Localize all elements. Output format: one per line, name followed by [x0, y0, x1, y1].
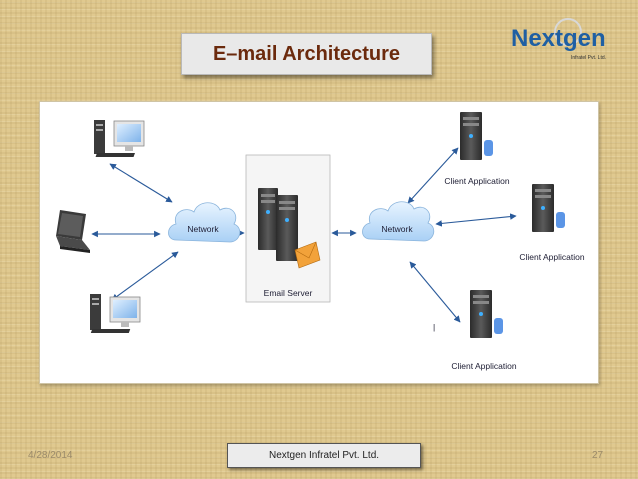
laptop-icon	[56, 210, 90, 253]
arrow-network-client1	[407, 147, 459, 204]
stray-mark: |	[433, 322, 435, 332]
server-tower-icon	[276, 195, 298, 261]
network-label: Network	[187, 224, 219, 234]
envelope-icon	[294, 241, 321, 269]
network-cloud-icon: Network	[168, 202, 241, 243]
slide-title: E–mail Architecture	[212, 42, 401, 65]
title-box: E–mail Architecture	[181, 33, 432, 75]
connectors	[91, 147, 517, 323]
client-application-node: Client Application	[444, 112, 510, 186]
network-label: Network	[381, 224, 413, 234]
client-application-node: Client Application	[519, 184, 585, 262]
arrow-desktop1-network	[109, 163, 173, 203]
architecture-diagram: Network	[39, 101, 599, 384]
logo-wordmark: Nextgen	[511, 25, 606, 52]
email-server: Email Server	[245, 154, 331, 303]
logo-tagline: Infratel Pvt. Ltd.	[571, 55, 606, 61]
client-application-label: Client Application	[519, 252, 584, 262]
arrow-desktop2-network	[111, 251, 179, 301]
logo-ring	[554, 18, 582, 46]
arrow-network-client3	[409, 261, 461, 323]
network-cloud-icon: Network	[362, 201, 435, 242]
footer-date: 4/28/2014	[28, 450, 73, 461]
server-tower-icon	[258, 188, 278, 250]
nextgen-logo: Nextgen Infratel Pvt. Ltd.	[511, 18, 606, 61]
server-tower-icon	[532, 184, 565, 232]
footer-company: Nextgen Infratel Pvt. Ltd.	[227, 443, 421, 468]
desktop-computer-icon	[94, 120, 145, 157]
client-application-label: Client Application	[451, 361, 516, 371]
server-tower-icon	[470, 290, 503, 338]
page-number: 27	[592, 450, 604, 461]
server-tower-icon	[460, 112, 493, 160]
client-application-node: Client Application	[451, 290, 517, 371]
email-server-label: Email Server	[264, 288, 313, 298]
client-application-label: Client Application	[444, 176, 509, 186]
arrow-network-client2	[435, 213, 517, 227]
desktop-computer-icon	[90, 294, 141, 333]
